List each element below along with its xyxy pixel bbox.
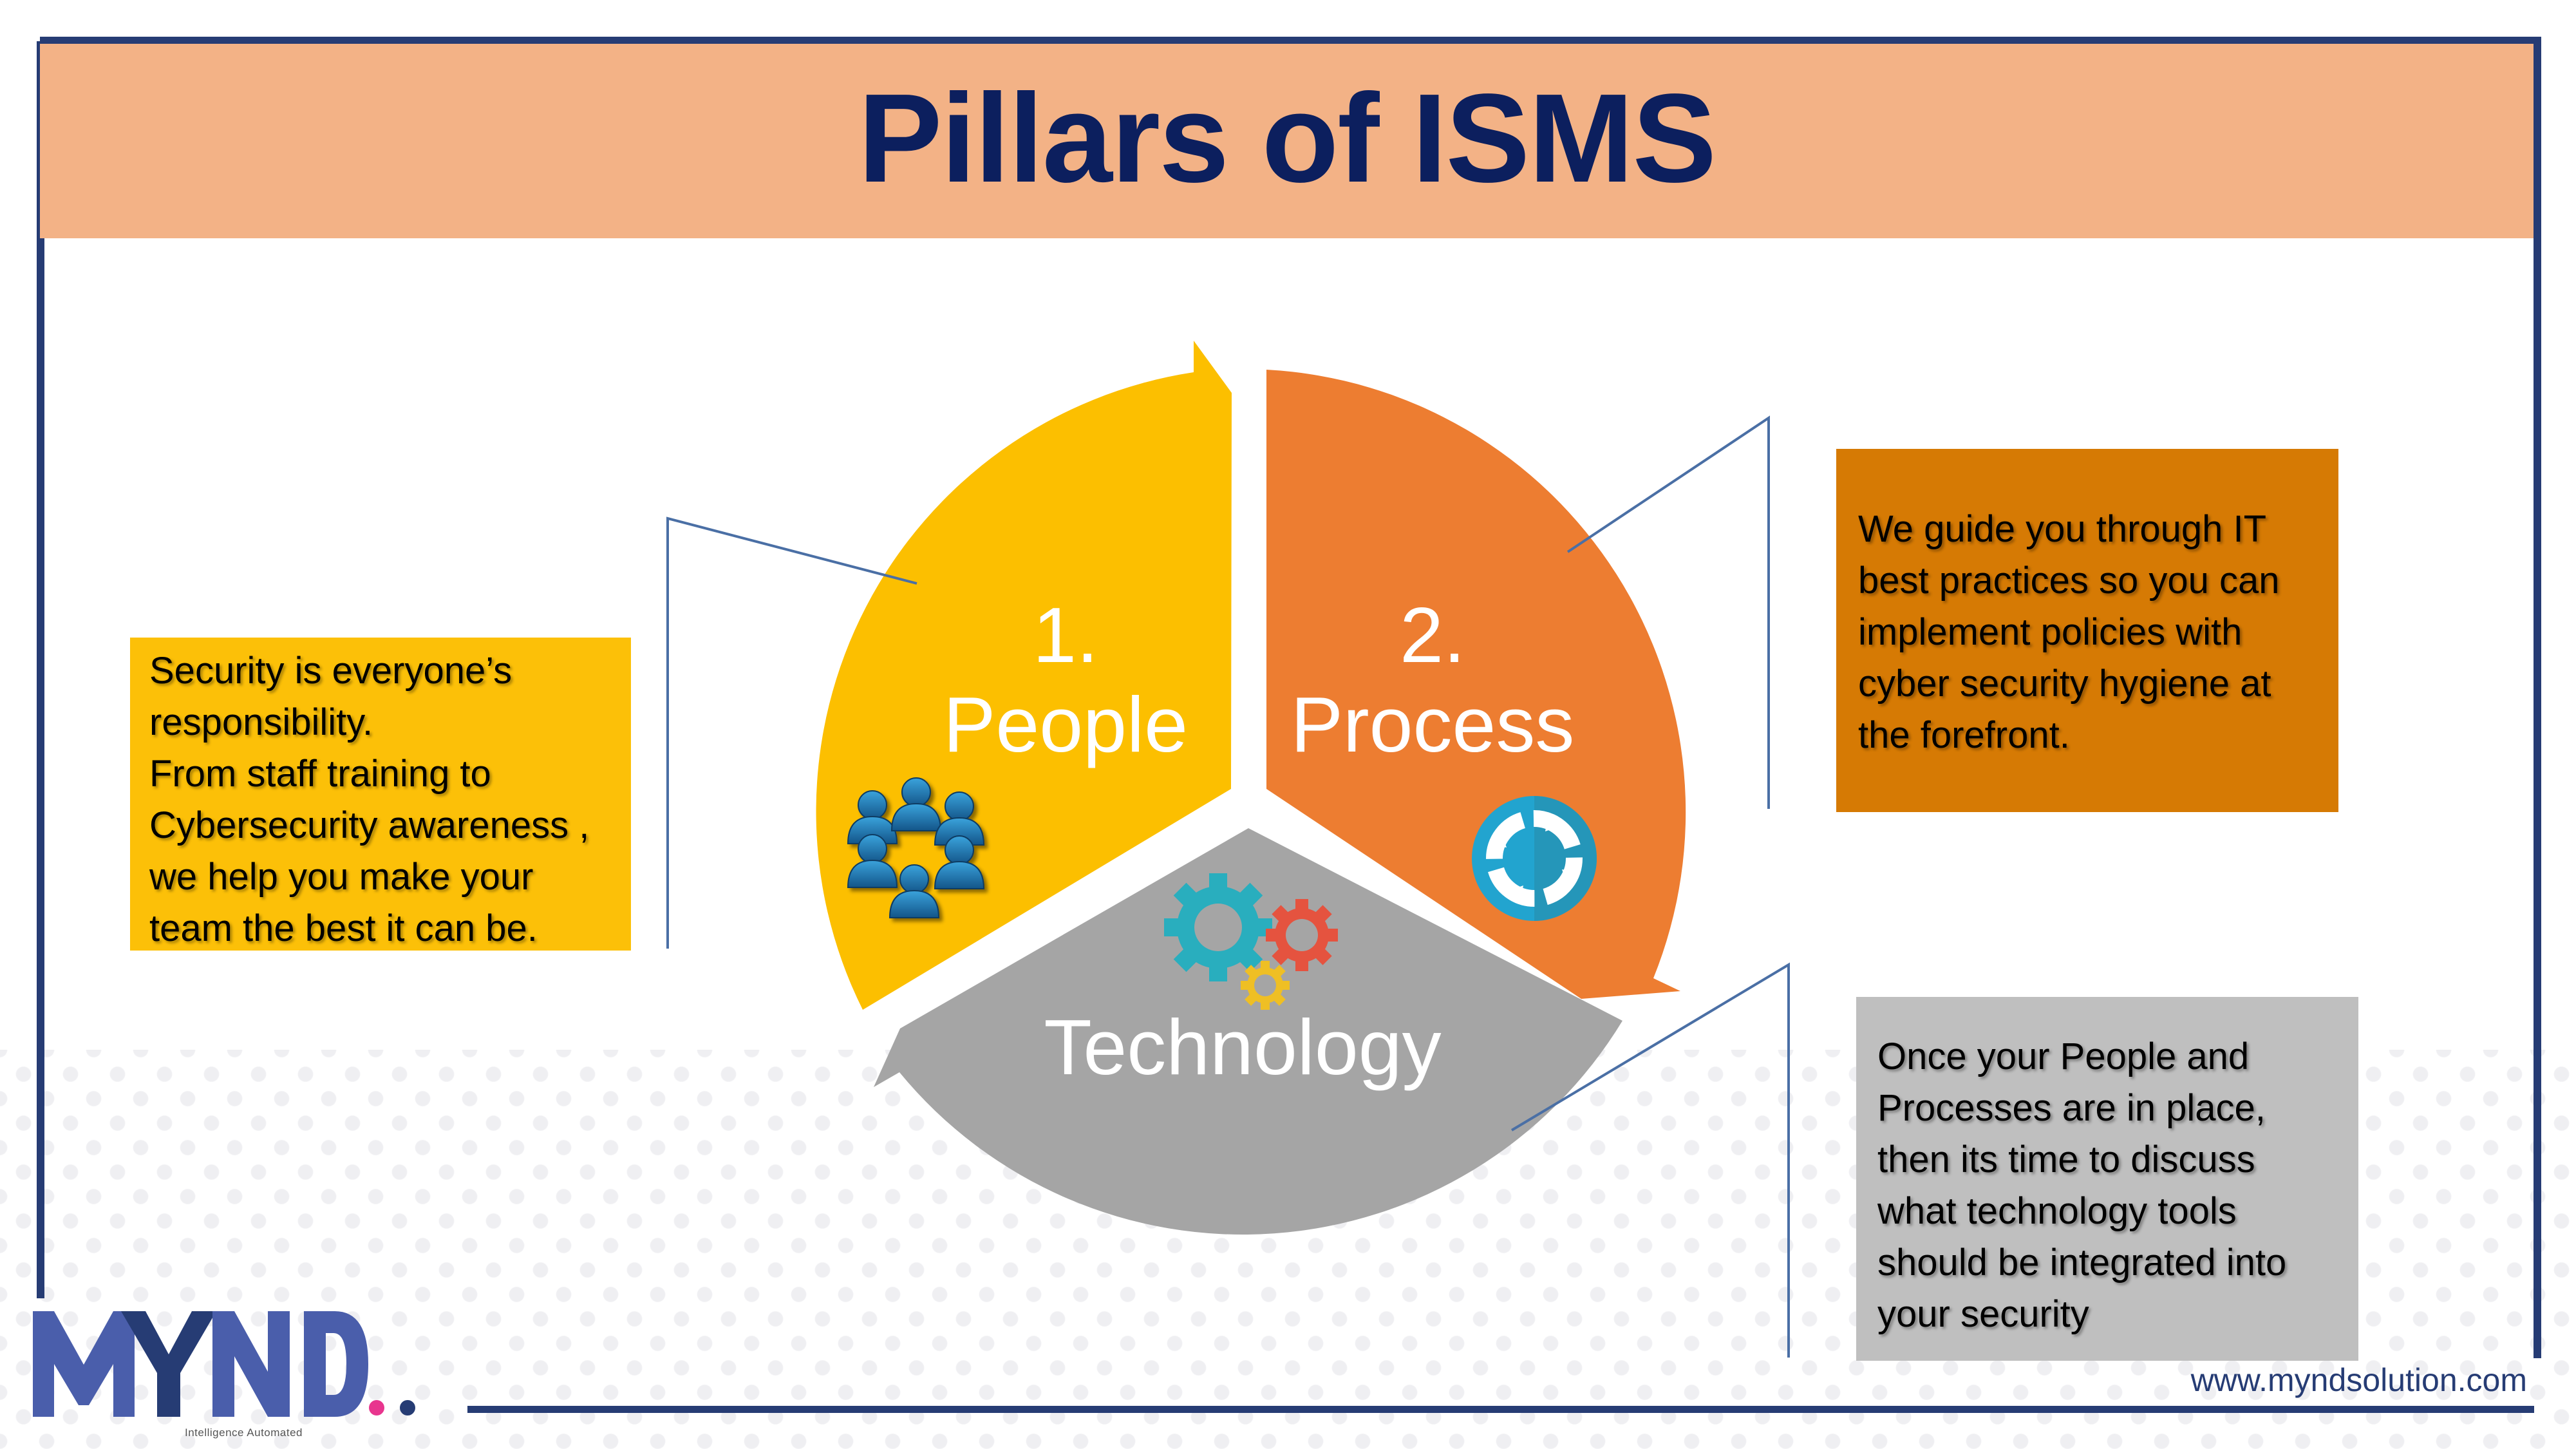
website-url[interactable]: www.myndsolution.com bbox=[2190, 1362, 2527, 1398]
frame-border-right bbox=[2534, 37, 2541, 1358]
callout-line: we help you make your bbox=[149, 856, 534, 898]
title-banner: Pillars of ISMS bbox=[40, 44, 2534, 238]
leader-line-process bbox=[1566, 415, 1770, 809]
callout-line: should be integrated into bbox=[1877, 1242, 2287, 1283]
pillar-name-process: Process bbox=[1290, 681, 1575, 768]
frame-border-top bbox=[40, 37, 2541, 44]
page-title: Pillars of ISMS bbox=[858, 68, 1716, 209]
logo-tagline: Intelligence Automated bbox=[185, 1426, 303, 1439]
frame-border-bottom bbox=[467, 1406, 2534, 1413]
leader-line-people bbox=[666, 516, 917, 949]
callout-line: We guide you through IT bbox=[1858, 508, 2267, 550]
mynd-logo bbox=[33, 1311, 415, 1417]
callout-line: your security bbox=[1877, 1293, 2089, 1335]
pillar-number-people: 1. bbox=[1033, 591, 1098, 679]
callout-technology: Once your People and Processes are in pl… bbox=[1856, 997, 2358, 1361]
callout-line: the forefront. bbox=[1858, 714, 2070, 756]
callout-line: cyber security hygiene at bbox=[1858, 663, 2271, 705]
callout-line: Cybersecurity awareness , bbox=[149, 804, 590, 846]
leader-line-technology bbox=[1510, 962, 1790, 1358]
callout-line: Processes are in place, bbox=[1877, 1087, 2266, 1129]
pillar-name-technology: Technology bbox=[1044, 1003, 1442, 1091]
gears-icon bbox=[1164, 873, 1338, 1010]
callout-line: Once your People and bbox=[1877, 1036, 2250, 1077]
pillar-segment-people bbox=[816, 341, 1232, 1010]
callout-line: Security is everyone’s bbox=[149, 650, 512, 692]
callout-process: We guide you through IT best practices s… bbox=[1836, 449, 2338, 812]
frame-border-left bbox=[37, 41, 44, 1298]
pillar-segment-technology bbox=[874, 828, 1622, 1235]
callout-line: best practices so you can bbox=[1858, 560, 2280, 601]
cycle-arrows-icon bbox=[1472, 796, 1597, 921]
callout-line: team the best it can be. bbox=[149, 907, 538, 949]
people-group-icon bbox=[847, 777, 985, 918]
callout-line: implement policies with bbox=[1858, 611, 2242, 653]
callout-line: then its time to discuss bbox=[1877, 1139, 2255, 1180]
callout-line: responsibility. bbox=[149, 701, 373, 743]
callout-people: Security is everyone’s responsibility. F… bbox=[130, 638, 631, 951]
pillar-name-people: People bbox=[943, 681, 1188, 768]
callout-line: what technology tools bbox=[1877, 1190, 2237, 1232]
pillar-number-process: 2. bbox=[1400, 591, 1465, 679]
callout-line: From staff training to bbox=[149, 753, 491, 795]
